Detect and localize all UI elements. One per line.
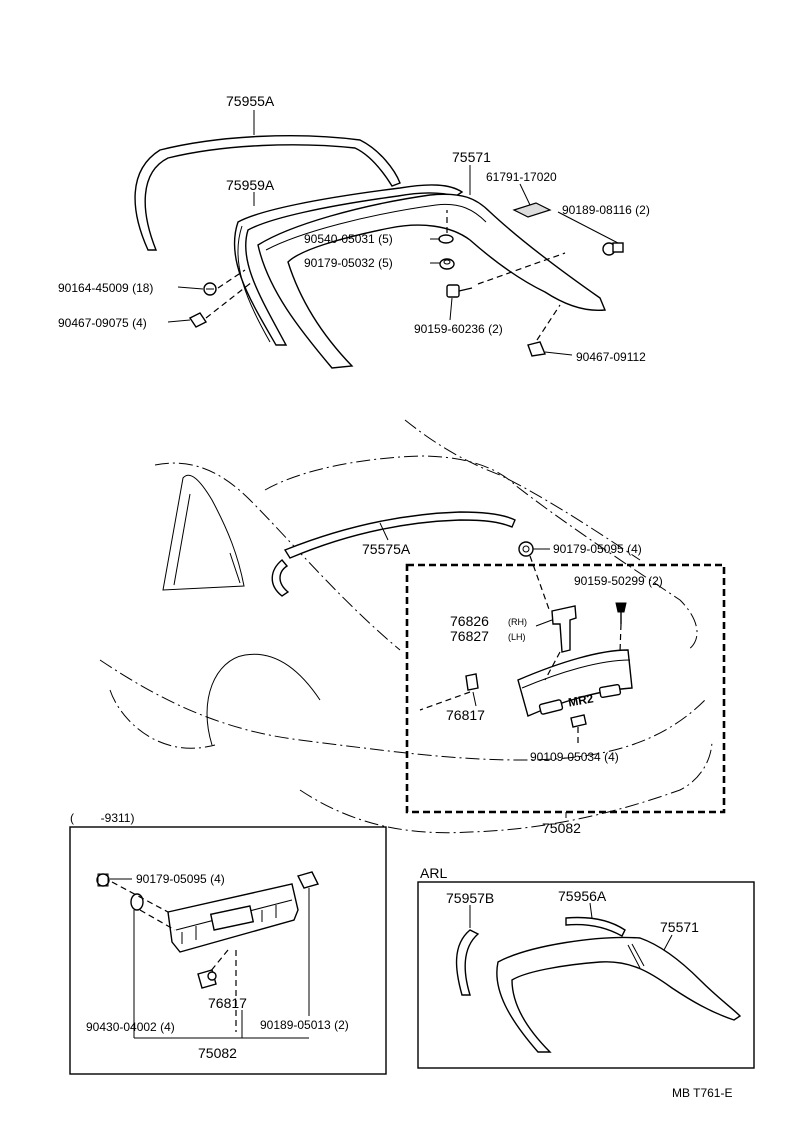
label-inset-90430-04002: 90430-04002 (4): [86, 1020, 175, 1034]
label-90540-05031: 90540-05031 (5): [304, 232, 393, 246]
clip-left-part: [203, 282, 217, 296]
spoiler-assembly-top: [134, 110, 624, 369]
washer-part: [438, 234, 454, 244]
label-90109-05034: 90109-05034 (4): [530, 750, 619, 764]
label-61791-17020: 61791-17020: [486, 170, 557, 184]
inset-right-heading: ARL: [420, 865, 447, 881]
label-90159-60236: 90159-60236 (2): [414, 322, 503, 336]
clip-left-lower-part: [188, 312, 208, 328]
label-90467-09075: 90467-09075 (4): [58, 316, 147, 330]
pad-part: [512, 202, 552, 218]
label-90164-45009: 90164-45009 (18): [58, 281, 153, 295]
spoiler-main-body: [257, 193, 607, 369]
inset-left: [69, 826, 387, 1075]
label-76826: 76826: [450, 613, 489, 629]
inset-nut-right-part: [296, 871, 320, 889]
label-75575A: 75575A: [362, 541, 411, 557]
label-inset-90189-05013: 90189-05013 (2): [260, 1018, 349, 1032]
emblem-text: MR2: [567, 691, 595, 709]
label-inset-75082: 75082: [198, 1045, 237, 1061]
inset-spoiler-part: [496, 936, 742, 1053]
spoiler-seal-upper: [134, 135, 401, 251]
label-75082: 75082: [542, 820, 581, 836]
bracket-part: [551, 605, 577, 653]
inset-grommet-part: [130, 893, 144, 911]
label-76817: 76817: [446, 707, 485, 723]
car-bumper-line: [99, 659, 706, 761]
clip-part: [465, 673, 479, 691]
car-wheel-arch: [206, 653, 321, 746]
screw-top-part: [615, 602, 627, 624]
spoiler-seal-mid-inner: [237, 225, 271, 343]
garnish-part: MR2: [517, 649, 633, 717]
car-window-inner: [173, 493, 241, 586]
inset-right-frame: [417, 881, 755, 1069]
label-inset-75956A: 75956A: [558, 888, 607, 904]
label-76827: 76827: [450, 628, 489, 644]
diagram-code: MB T761-E: [672, 1086, 732, 1100]
inset-seal-left-part: [455, 929, 480, 996]
inset-seal-right-part: [565, 916, 626, 937]
label-90467-09112: 90467-09112: [576, 350, 646, 364]
spoiler-seal-mid: [233, 184, 464, 346]
car-side-line: [109, 689, 216, 749]
car-window-frame: [162, 474, 245, 591]
bolt-part: [446, 284, 473, 298]
label-90179-05095: 90179-05095 (4): [553, 542, 642, 556]
inset-right: [417, 881, 755, 1069]
inset-left-heading: ( -9311): [70, 811, 134, 825]
label-75959A: 75959A: [226, 177, 275, 193]
car-roof-line: [154, 462, 401, 651]
car-rear-view: MR2: [99, 419, 726, 834]
label-90179-05032: 90179-05032 (5): [304, 256, 393, 270]
side-seal-part: [271, 559, 290, 597]
label-90159-50299: 90159-50299 (2): [574, 574, 663, 588]
screw-bottom-part: [570, 714, 587, 728]
label-inset-75571: 75571: [660, 919, 699, 935]
inset-left-frame: [69, 826, 387, 1075]
nut-upper-right: [602, 242, 624, 256]
roof-molding-part: [283, 511, 516, 559]
spoiler-main-rim: [265, 203, 487, 251]
label-inset-75957B: 75957B: [446, 890, 494, 906]
label-75571: 75571: [452, 149, 491, 165]
label-75955A: 75955A: [226, 93, 275, 109]
car-decklid-line: [264, 455, 698, 651]
label-76826-rh: (RH): [508, 617, 527, 627]
clip-lower-right-part: [527, 341, 546, 357]
label-76827-lh: (LH): [508, 632, 526, 642]
grommet-part: [439, 258, 455, 270]
car-rear-glass: [404, 419, 641, 561]
label-inset-76817: 76817: [208, 995, 247, 1011]
car-lower-line: [299, 739, 713, 834]
nut-top-part: [518, 541, 534, 557]
inset-nut-part: [96, 873, 110, 887]
garnish-dashed-box: [405, 563, 726, 814]
label-inset-90179-05095: 90179-05095 (4): [136, 872, 225, 886]
inset-clip-part: [197, 969, 217, 989]
label-90189-08116: 90189-08116 (2): [562, 203, 650, 217]
